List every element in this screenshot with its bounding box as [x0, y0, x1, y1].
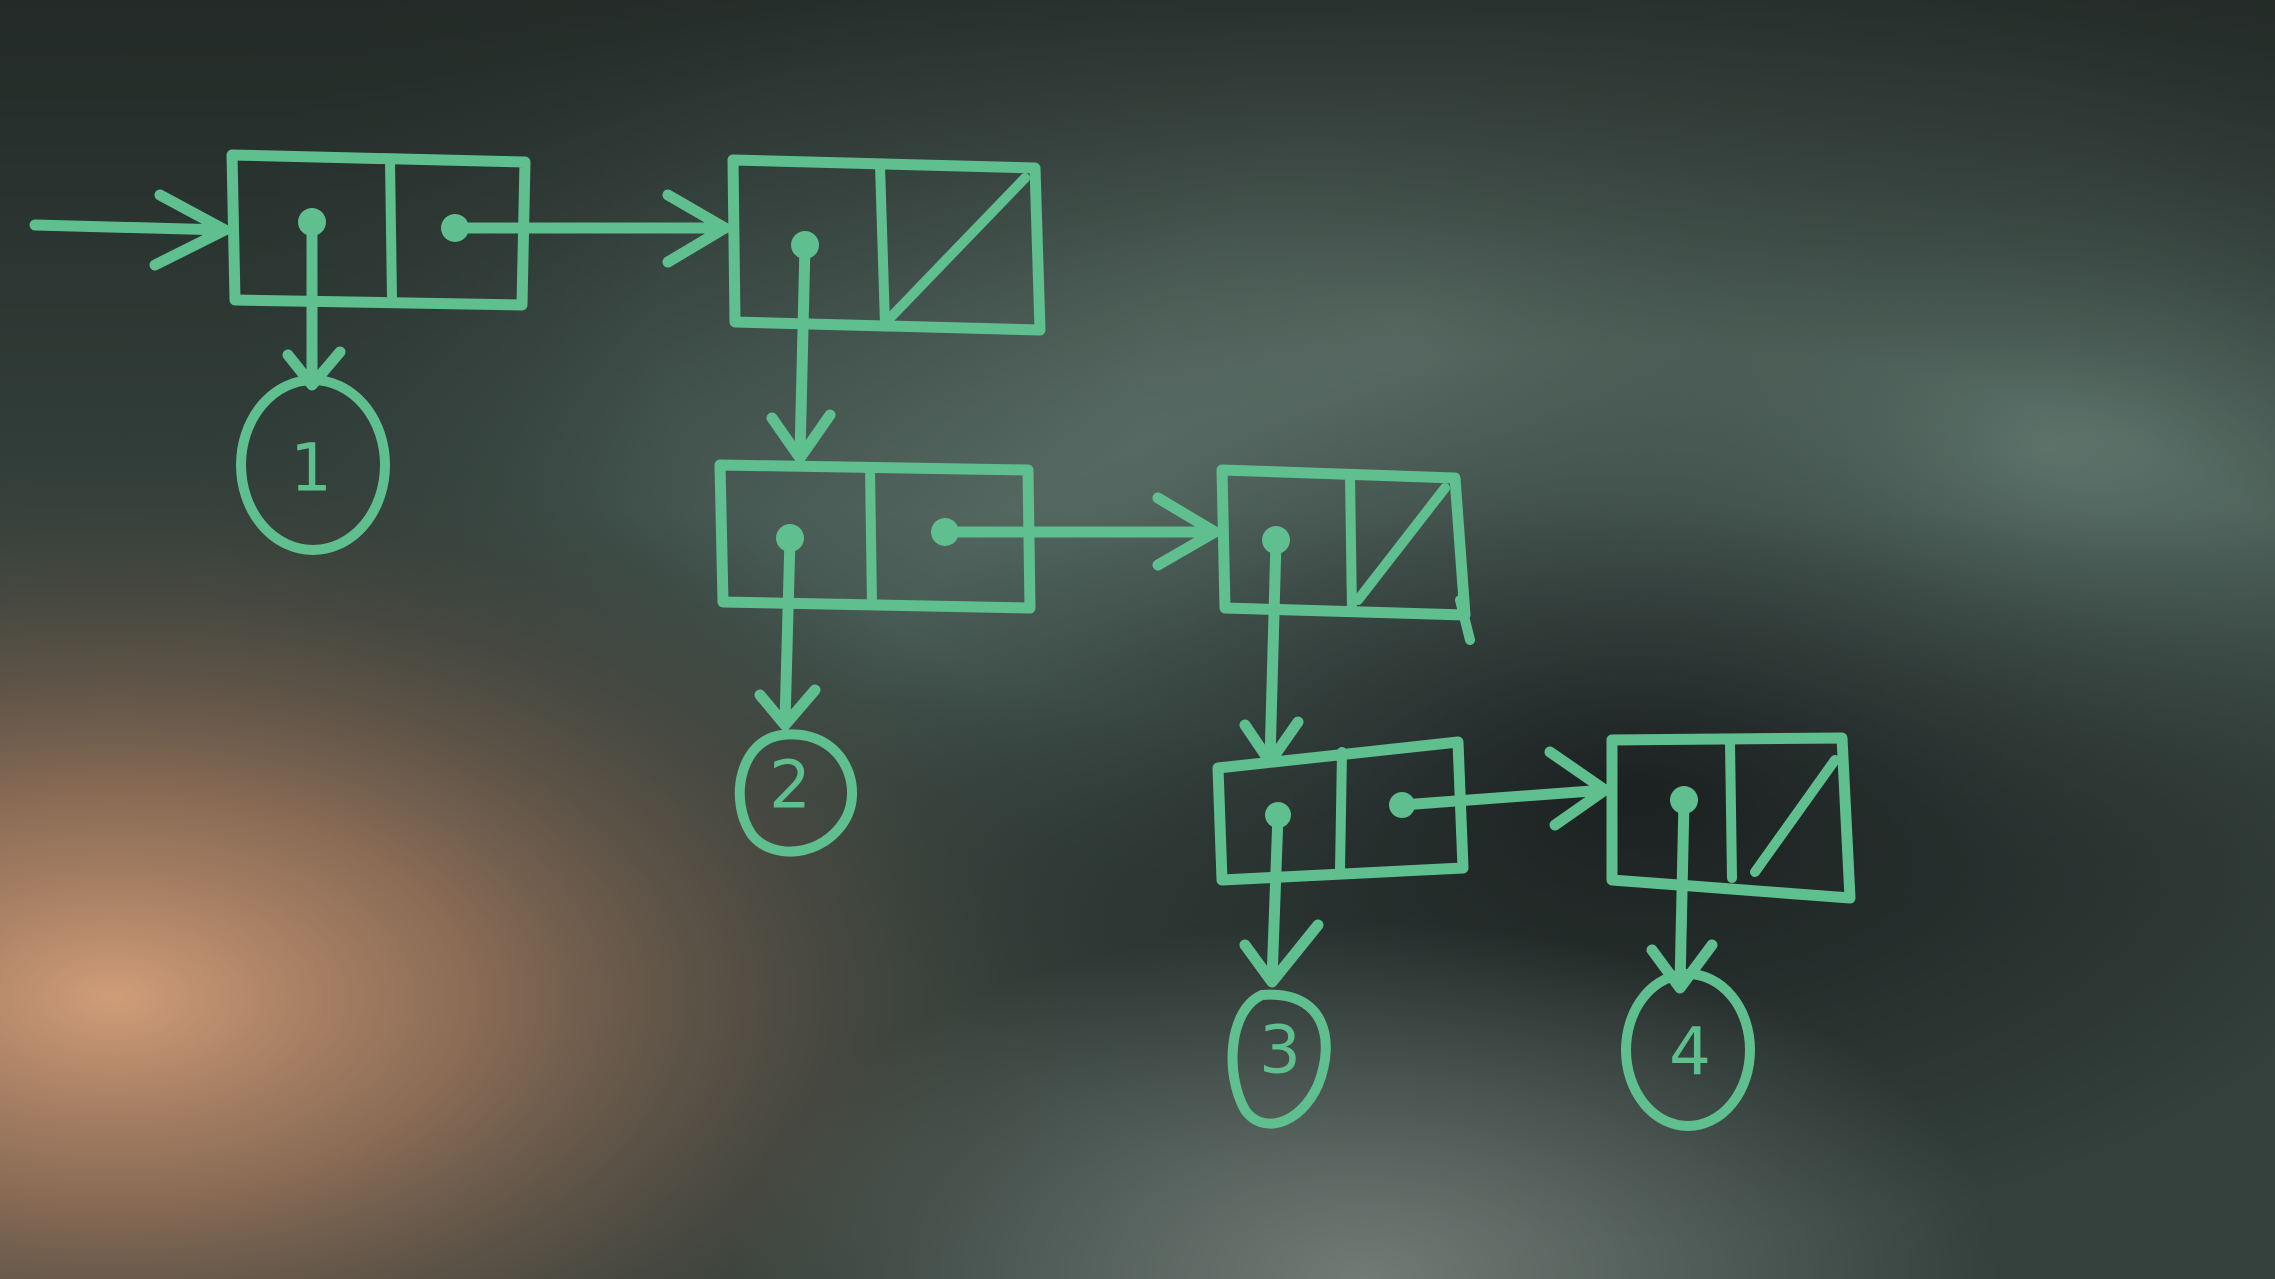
cdr-arrow-1	[449, 189, 731, 268]
cons-cell-5	[1212, 736, 1469, 886]
value-node-2: 2	[734, 729, 858, 857]
cons-cell-2	[727, 154, 1046, 336]
value-node-4: 4	[1621, 969, 1755, 1131]
car-arrow-3	[754, 532, 821, 731]
car-arrow-5	[1239, 809, 1324, 988]
value-label-2: 2	[769, 747, 811, 824]
cdr-arrow-3	[939, 492, 1221, 571]
cdr-arrow-5	[1396, 746, 1611, 831]
cons-cell-4	[1216, 464, 1475, 645]
car-arrow-6	[1646, 794, 1718, 994]
car-arrow-4	[1239, 534, 1304, 768]
value-node-1: 1	[236, 375, 390, 555]
value-node-3: 3	[1227, 989, 1331, 1129]
entry-arrow	[29, 189, 231, 271]
car-arrow-2	[766, 239, 836, 464]
value-label-4: 4	[1669, 1014, 1711, 1091]
value-label-3: 3	[1259, 1012, 1301, 1089]
value-label-1: 1	[290, 430, 332, 507]
cons-cell-6	[1606, 732, 1856, 904]
